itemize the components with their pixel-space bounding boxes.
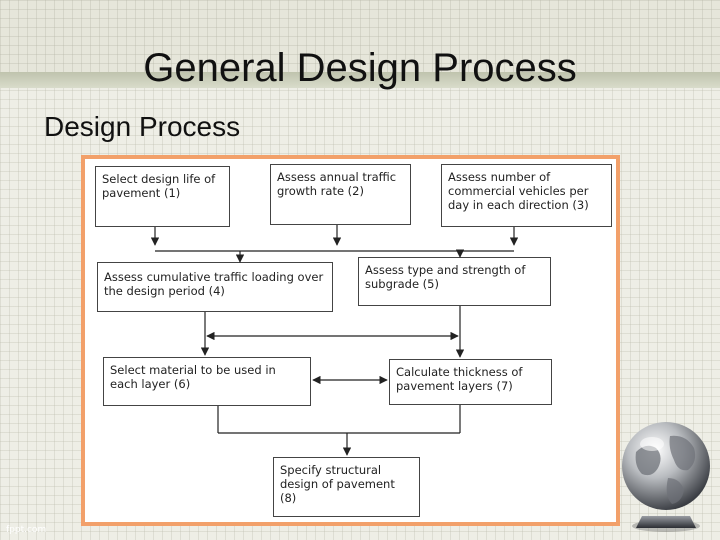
step-4-box: Assess cumulative traffic loading over t… [97,262,333,312]
step-8-box: Specify structural design of pavement (8… [273,457,420,517]
step-6-box: Select material to be used in each layer… [103,357,311,406]
slide-subtitle: Design Process [44,111,241,142]
step-3-box: Assess number of commercial vehicles per… [441,164,612,227]
step-5-box: Assess type and strength of subgrade (5) [358,257,551,306]
step-1-box: Select design life of pavement (1) [95,166,230,227]
slide-title: General Design Process [143,46,577,90]
step-7-box: Calculate thickness of pavement layers (… [389,359,552,405]
header-rule [0,72,720,88]
header-band [0,0,720,72]
step-2-box: Assess annual traffic growth rate (2) [270,164,411,225]
globe-icon [622,422,710,532]
watermark-text: fppt.com [6,525,47,535]
